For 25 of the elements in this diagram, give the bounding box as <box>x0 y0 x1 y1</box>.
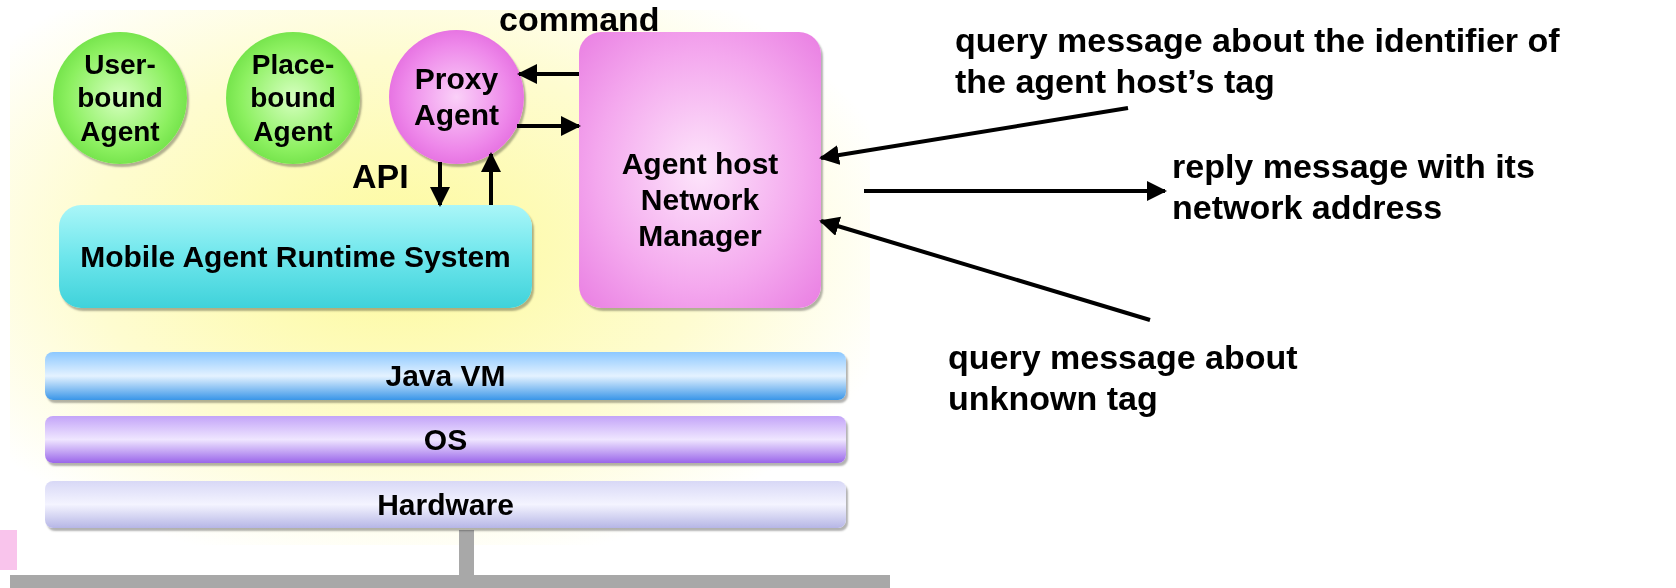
arrow <box>517 116 581 136</box>
node-label: Mobile Agent Runtime System <box>80 238 511 275</box>
node-label: Proxy Agent <box>413 61 500 133</box>
node-label: Place- bound Agent <box>249 47 337 149</box>
edge-label: API <box>352 157 409 196</box>
arrow <box>517 64 579 84</box>
node-label: OS <box>423 421 468 458</box>
node-label: Java VM <box>385 358 506 394</box>
runtime-system-box <box>59 205 532 308</box>
message-text: query message about the identifier of the agent host’s tag <box>955 14 1615 108</box>
edge-label: command <box>499 0 660 39</box>
arrow <box>864 181 1167 201</box>
arrow <box>819 216 1151 322</box>
node-label: Hardware <box>377 486 514 523</box>
layer-bar <box>45 481 846 528</box>
arrow <box>481 152 501 205</box>
layer-bar <box>45 352 846 400</box>
node-label: User- bound Agent <box>76 47 164 149</box>
network-manager-box <box>579 32 821 308</box>
message-text: reply message with its network address <box>1172 142 1672 232</box>
node-label: Agent host Network Manager <box>620 146 780 254</box>
layer-bar <box>45 416 846 463</box>
arrow <box>430 162 450 207</box>
arrow <box>819 106 1129 165</box>
message-text: query message about unknown tag <box>948 332 1368 424</box>
